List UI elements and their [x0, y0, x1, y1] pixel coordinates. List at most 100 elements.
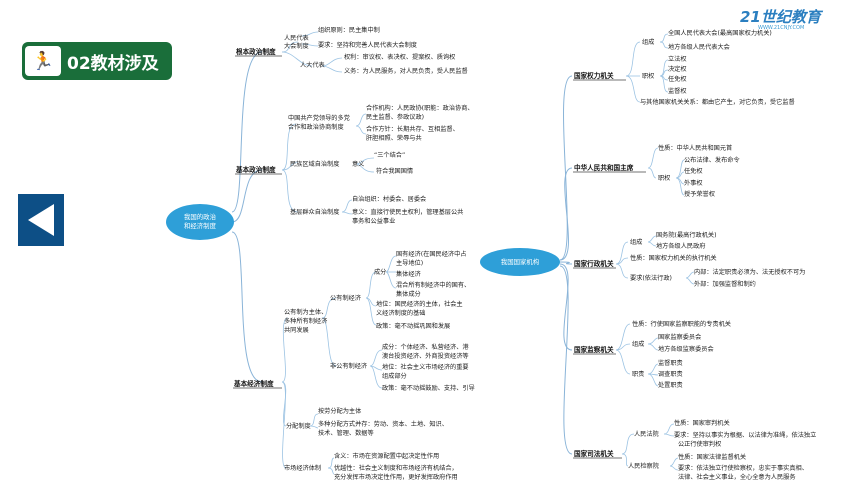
- cpc-item-3: 肝胆相照、荣辱与共: [366, 134, 422, 142]
- delegate-item-1: 义务：为人民服务，对人民负责，受人民监督: [344, 67, 468, 75]
- npc-power: 职权: [642, 72, 654, 80]
- sup-duty-1: 调查职责: [658, 370, 683, 378]
- dist-item-2: 技术、管理、数据等: [318, 429, 374, 437]
- public-item-4: 集体成分: [396, 290, 421, 298]
- nonpublic-item-3: 组成部分: [382, 372, 407, 380]
- npc-relation: 与其他国家机关关系：都由它产生，对它负责，受它监督: [640, 98, 795, 106]
- dist-item-1: 多种分配方式并存：劳动、资本、土地、知识、: [318, 420, 448, 428]
- grass-item-0: 自治组织：村委会、居委会: [352, 195, 426, 203]
- node-ownership-1: 公有制为主体、: [284, 308, 327, 316]
- public-policy: 政策：毫不动摇巩固和发展: [376, 322, 450, 330]
- root-label-1: 我国的政治: [184, 212, 217, 221]
- president-power: 职权: [658, 174, 670, 182]
- npc-power-3: 监督权: [668, 87, 687, 95]
- previous-page-button[interactable]: [18, 194, 64, 246]
- node-ownership-2: 多种所有制经济: [284, 317, 328, 325]
- npc-item-0: 组织原则：民主集中制: [318, 26, 380, 34]
- court-item-0: 性质：国家审判机关: [674, 419, 730, 427]
- node-basic-economic-system: 基本经济制度: [234, 379, 274, 388]
- root-label-2: 和经济制度: [184, 221, 217, 230]
- node-grassroots: 基层群众自治制度: [290, 208, 340, 216]
- npc-power-1: 决定权: [668, 65, 687, 73]
- exec-req: 要求(依法行政): [630, 274, 672, 282]
- public-item-3: 混合所有制经济中的国有、: [396, 281, 470, 289]
- badge-title: 教材涉及: [90, 53, 159, 74]
- grass-item-2: 事务和公益事业: [352, 217, 395, 225]
- exec-comp-0: 国务院(最高行政机关): [656, 231, 717, 239]
- right-connectors: [559, 33, 695, 471]
- nonpublic-item-1: 澳台投资经济、外商投资经济等: [382, 352, 469, 360]
- president-power-0: 公布法律、发布命令: [684, 156, 740, 164]
- runner-icon: 🏃: [25, 46, 61, 76]
- logo-text: 21世纪教育: [740, 8, 821, 26]
- node-supervisory: 国家监察机关: [574, 345, 614, 354]
- left-connectors: [231, 31, 397, 475]
- node-court: 人民法院: [634, 430, 659, 438]
- market-item-1: 优越性：社会主义制度和市场经济有机结合，: [334, 464, 458, 472]
- node-president: 中华人民共和国主席: [574, 163, 634, 172]
- section-badge: 🏃 02教材涉及: [22, 42, 172, 80]
- node-cpc-2: 合作和政治协商制度: [288, 123, 344, 131]
- npc-comp-1: 地方各级人民代表大会: [668, 43, 730, 51]
- npc-power-2: 任免权: [668, 75, 687, 83]
- sup-nature: 性质：行使国家监察职能的专责机关: [632, 320, 731, 328]
- sup-comp-1: 地方各级监察委员会: [658, 345, 714, 353]
- node-public-economy: 公有制经济: [330, 294, 362, 302]
- president-nature: 性质：中华人民共和国元首: [658, 144, 732, 152]
- sup-composition: 组成: [632, 340, 644, 348]
- president-power-3: 授予荣誉权: [684, 190, 715, 198]
- cpc-item-2: 合作方针：长期共存、互相监督、: [366, 125, 459, 133]
- public-item-1: 主导地位): [396, 259, 423, 267]
- node-executive: 国家行政机关: [574, 259, 614, 268]
- exec-req-1: 外部：加强监督和制约: [694, 280, 756, 288]
- badge-number: 02: [67, 53, 91, 74]
- npc-item-1: 要求：坚持和完善人民代表大会制度: [318, 41, 417, 49]
- exec-comp-1: 地方各级人民政府: [656, 242, 706, 250]
- node-nonpublic-economy: 非公有制经济: [330, 362, 368, 370]
- npc-comp-0: 全国人民代表大会(最高国家权力机关): [668, 29, 772, 37]
- node-judicial: 国家司法机关: [574, 449, 614, 458]
- nonpublic-item-2: 地位：社会主义市场经济的重要: [382, 363, 469, 371]
- root-node-political-economic: [166, 204, 234, 240]
- cpc-item-0: 合作机构：人民政协(职能：政治协商、: [366, 104, 474, 112]
- node-basic-political-system: 基本政治制度: [236, 165, 276, 174]
- cpc-item-1: 民主监督、参政议政): [366, 113, 424, 121]
- node-cpc-1: 中国共产党领导的多党: [288, 114, 350, 122]
- nonpublic-item-4: 政策：毫不动摇鼓励、支持、引导: [382, 384, 475, 392]
- sup-comp-0: 国家监察委员会: [658, 333, 701, 341]
- node-fundamental-political-system: 根本政治制度: [236, 47, 276, 56]
- state-organs-label: 我国国家机构: [501, 257, 539, 266]
- dist-item-0: 按劳分配为主体: [318, 407, 362, 415]
- root-node-state-organs: [480, 248, 560, 276]
- node-meaning: 意义: [352, 160, 364, 168]
- public-item-2: 集体经济: [396, 270, 422, 278]
- sup-duty-2: 处置职责: [658, 381, 683, 389]
- node-npc-system-2: 大会制度: [284, 42, 309, 50]
- public-item-0: 国有经济(在国民经济中占: [396, 250, 466, 258]
- node-regional-autonomy: 民族区域自治制度: [290, 160, 340, 168]
- market-item-0: 含义：市场在资源配置中起决定性作用: [334, 452, 439, 460]
- nonpublic-item-0: 成分：个体经济、私营经济、港: [382, 343, 469, 351]
- npc-composition: 组成: [642, 38, 654, 46]
- sup-duty-0: 监督职责: [658, 359, 683, 367]
- public-status-0: 地位：国民经济的主体，社会主: [376, 300, 463, 308]
- sup-duty: 职责: [632, 370, 644, 378]
- exec-composition: 组成: [630, 238, 642, 246]
- node-market-economy: 市场经济体制: [284, 464, 321, 472]
- grass-item-1: 意义：直接行使民主权利，管理基层公共: [352, 208, 463, 216]
- public-status-1: 义经济制度的基础: [376, 309, 426, 317]
- court-item-1: 要求：坚持以事实为根据、以法律为准绳，依法独立: [674, 431, 816, 439]
- court-item-2: 公正行使审判权: [678, 440, 721, 448]
- node-procuratorate: 人民检察院: [628, 462, 659, 470]
- node-power-organ: 国家权力机关: [574, 71, 614, 80]
- exec-req-0: 内部：法定职责必须为、法无授权不可为: [694, 268, 805, 276]
- node-delegate: 人大代表: [300, 61, 325, 69]
- proc-item-1: 要求：依法独立行使检察权，忠实于事实真相、: [678, 464, 808, 472]
- logo-subtext: WWW.21CNJY.COM: [758, 25, 805, 31]
- node-composition: 成分: [374, 268, 386, 276]
- proc-item-2: 法律、社会主义事业，全心全意为人民服务: [678, 473, 796, 481]
- unity-item-1: 符合我国国情: [376, 167, 413, 175]
- president-power-1: 任免权: [684, 167, 703, 175]
